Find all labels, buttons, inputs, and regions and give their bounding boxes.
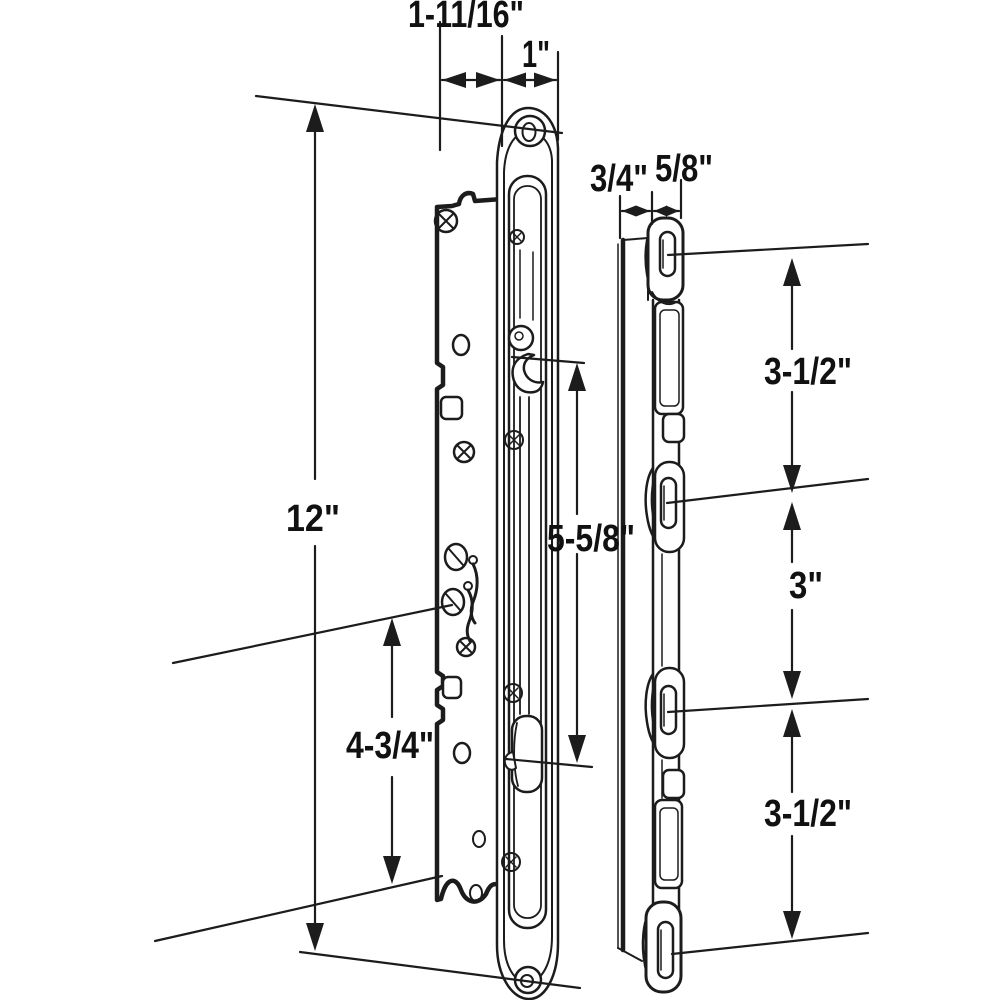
dim-label-case-width: 1" (522, 34, 550, 76)
arrow-right (476, 72, 500, 88)
arrow-down (306, 923, 324, 951)
arrow-left (622, 205, 636, 217)
mechanism-screw-lower (503, 683, 523, 703)
keeper-raised-plate-upper-inner (659, 309, 680, 407)
dimension-lower-section: 4-3/4" (153, 603, 454, 943)
dimension-faceplate-length: 12" (254, 94, 582, 990)
keeper-slot-bottom (656, 920, 675, 980)
dimension-hook-spacing: 5-5/8" (504, 355, 635, 769)
arrow-up (306, 104, 324, 132)
arrow-left (442, 72, 466, 88)
lock-faceplate (495, 106, 560, 1000)
lower-hook-latch (503, 714, 544, 794)
plate-hole-lower (452, 741, 472, 765)
dimension-case-width: 1" (502, 34, 560, 142)
dim-label-keeper-middle-span: 3" (789, 565, 823, 607)
lock-mechanism (501, 229, 534, 872)
mounting-screw-top (433, 208, 459, 234)
keeper-tab-bottom (641, 900, 683, 994)
keeper-notch-upper (661, 412, 686, 444)
dimension-keeper-bottom-span: 3-1/2" (670, 709, 870, 956)
arrow-left (654, 205, 667, 217)
arrow-right (666, 205, 679, 217)
lock-back-plate (434, 190, 505, 904)
plate-hole-small-2 (469, 884, 483, 902)
dim-label-keeper-width: 5/8" (655, 148, 713, 190)
keeper-raised-plate-lower-inner (659, 807, 679, 881)
screw-mid-upper (452, 440, 476, 464)
dim-label-faceplate-width: 1-11/16" (408, 0, 524, 36)
keeper-notch-lower (661, 768, 686, 800)
arrow-up (383, 618, 401, 646)
dim-label-keeper-bottom-span: 3-1/2" (764, 793, 852, 835)
arrow-up (783, 502, 801, 530)
keeper-top-edge (622, 237, 649, 301)
dim-label-keeper-top-span: 3-1/2" (764, 351, 852, 393)
upper-hook-latch (507, 324, 545, 394)
dimension-keeper-middle-span: 3" (666, 502, 870, 714)
lock-side-tab-lower (441, 675, 463, 700)
arrow-up (783, 258, 801, 286)
slotted-screw-upper (443, 542, 469, 572)
keeper-tab-3 (644, 666, 686, 760)
keeper-tab-2 (644, 460, 686, 554)
arrow-right (534, 72, 556, 88)
dimension-keeper-depth: 3/4" (590, 158, 654, 240)
mechanism-screw-upper (504, 430, 524, 450)
dim-label-lower-section: 4-3/4" (346, 725, 434, 767)
dim-label-keeper-depth: 3/4" (590, 158, 648, 200)
keeper-raised-plate-lower (653, 798, 684, 890)
mechanism-screw-bottom (501, 852, 521, 872)
arrow-down (383, 856, 401, 884)
dimension-faceplate-width: 1-11/16" (408, 0, 524, 152)
arrow-up (568, 363, 586, 391)
dim-label-faceplate-length: 12" (286, 498, 340, 540)
screw-mid-lower (455, 636, 477, 658)
arrow-up (783, 709, 801, 737)
arrow-down (568, 735, 586, 763)
lock-side-tab-upper (439, 395, 464, 421)
keeper-bottom-edge (617, 947, 643, 962)
curved-slot-lower (463, 581, 474, 643)
keeper-strip (617, 216, 686, 994)
slotted-screw-lower (440, 587, 466, 617)
mechanism-screw-top (509, 229, 525, 245)
mortise-lock-body (433, 190, 505, 904)
plate-hole-upper (451, 333, 471, 357)
plate-hole-small-1 (472, 830, 486, 848)
keeper-tab-top (644, 216, 685, 306)
arrow-down (783, 911, 801, 939)
arrow-left (504, 72, 526, 88)
dim-label-hook-spacing: 5-5/8" (547, 518, 635, 560)
dimension-keeper-top-span: 3-1/2" (665, 242, 870, 505)
dimension-keeper-width: 5/8" (652, 148, 713, 220)
arrow-down (783, 465, 801, 493)
arrow-right (636, 205, 650, 217)
keeper-slot-3 (659, 684, 678, 736)
faceplate-channel (513, 185, 542, 919)
arrow-down (783, 671, 801, 699)
